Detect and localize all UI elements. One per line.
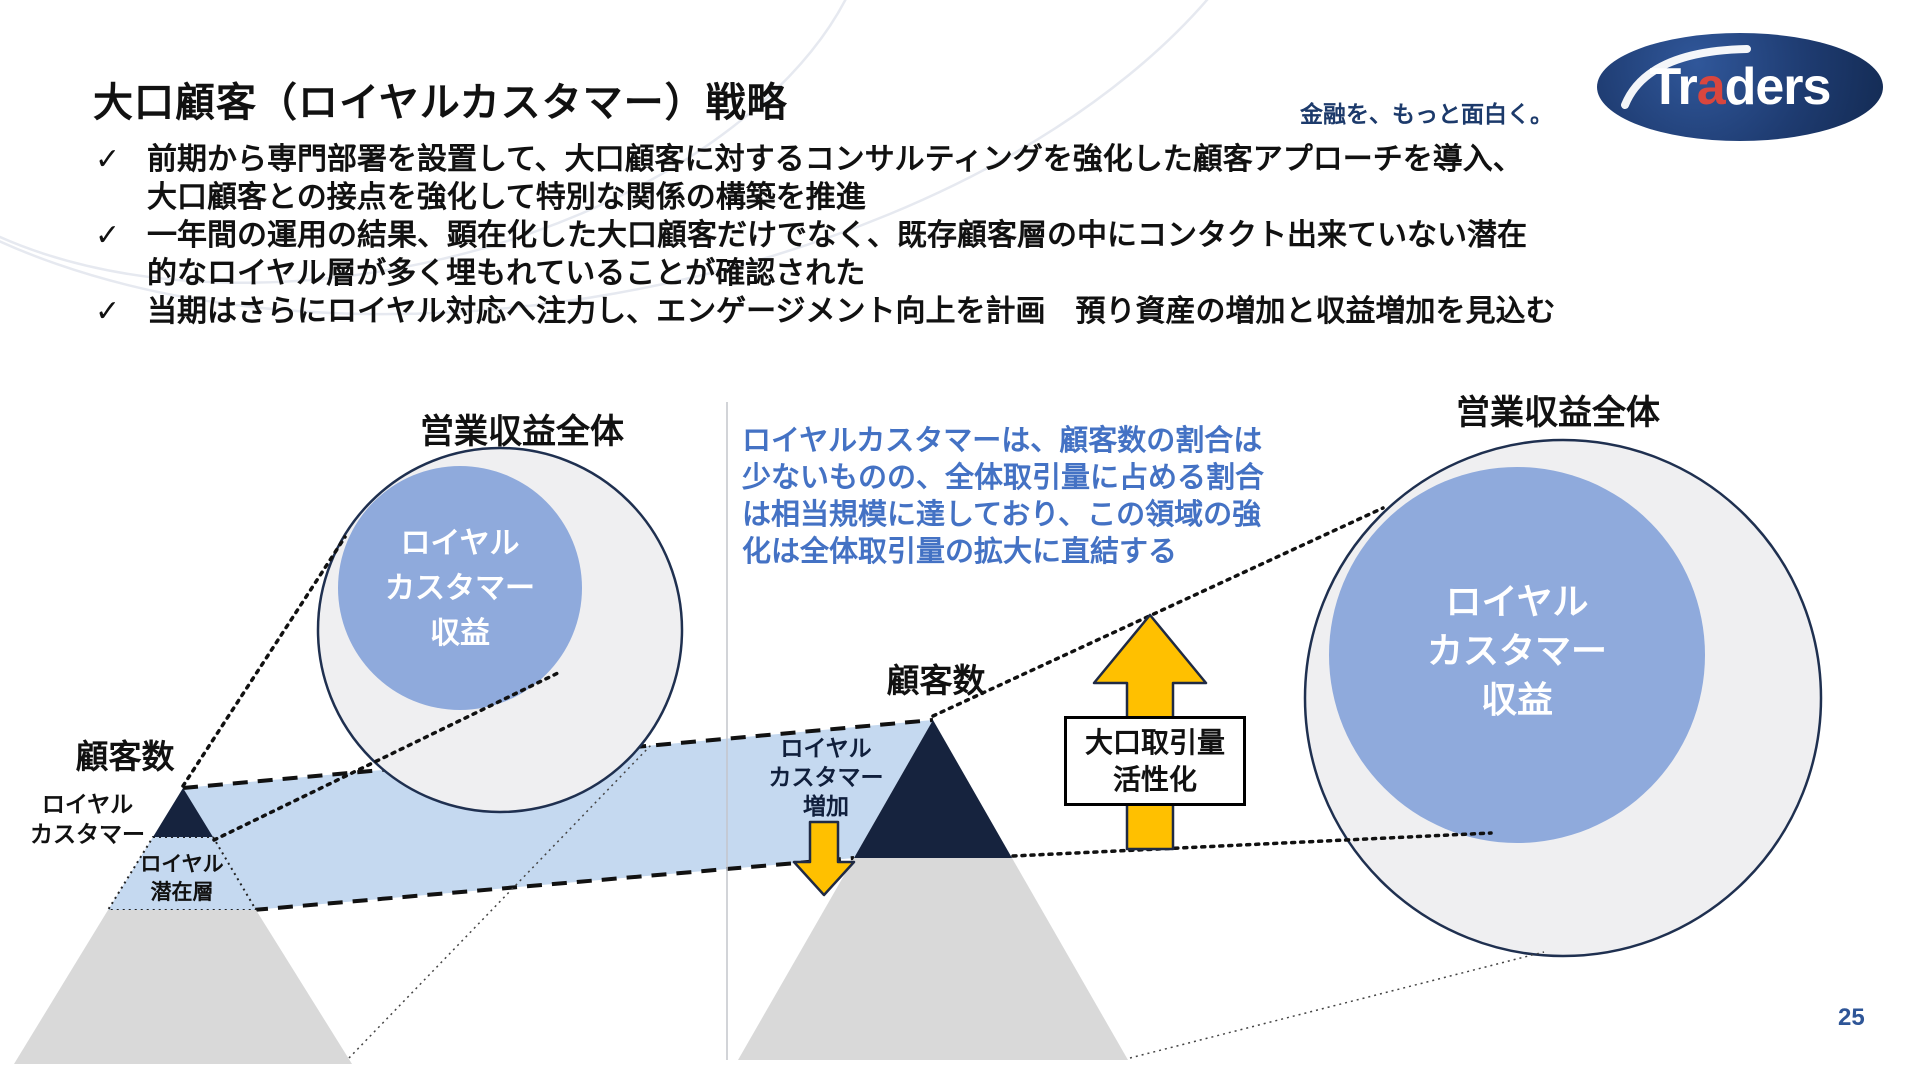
page-number: 25	[1838, 1004, 1865, 1031]
bullet-2-text: 一年間の運用の結果、顕在化した大口顧客だけでなく、既存顧客層の中にコンタクト出来…	[147, 217, 1527, 293]
summary-bullet-list: ✓ 前期から専門部署を設置して、大口顧客に対するコンサルティングを強化した顧客ア…	[95, 141, 1556, 331]
band-label-line-1: ロイヤル	[780, 735, 872, 761]
annotation-line-3: は相当規模に達しており、この領域の強	[742, 499, 1262, 531]
annotation-line-2: 少ないものの、全体取引量に占める割合	[742, 462, 1265, 494]
bullet-1-line-2: 大口顧客との接点を強化して特別な関係の構築を推進	[147, 181, 866, 214]
left-customer-count-label: 顧客数	[75, 738, 175, 775]
bullet-1-line-1: 前期から専門部署を設置して、大口顧客に対するコンサルティングを強化した顧客アプロ…	[147, 143, 1523, 176]
royal-increase-down-arrow	[792, 820, 856, 897]
right-thin-tangent-line	[1129, 951, 1545, 1059]
decorative-ellipse-large	[0, 0, 1304, 316]
bullet-2-line-1: 一年間の運用の結果、顕在化した大口顧客だけでなく、既存顧客層の中にコンタクト出来…	[147, 219, 1527, 252]
royal-growth-band	[183, 720, 933, 910]
band-bottom-dashed-line	[252, 856, 855, 912]
right-royal-revenue-circle	[1329, 467, 1705, 843]
left-revenue-total-label: 営業収益全体	[420, 413, 624, 451]
right-revenue-total-label: 営業収益全体	[1456, 394, 1660, 432]
checkmark-icon: ✓	[95, 219, 121, 252]
left-royal-revenue-circle	[338, 466, 582, 710]
right-circle-line-3: 収益	[1480, 679, 1553, 720]
left-royal-triangle	[153, 788, 213, 837]
right-upper-tangent-dotted-line	[931, 506, 1385, 718]
logo-text-part2: a	[1696, 58, 1726, 116]
left-royal-revenue-text: ロイヤル カスタマー 収益	[330, 521, 590, 656]
left-thin-tangent-line	[348, 743, 653, 1059]
left-latent-layer-label: ロイヤル 潜在層	[112, 851, 252, 907]
middle-customer-count-label: 顧客数	[886, 662, 986, 699]
left-circle-line-1: ロイヤル	[400, 527, 520, 560]
bullet-item-2: ✓ 一年間の運用の結果、顕在化した大口顧客だけでなく、既存顧客層の中にコンタクト…	[95, 217, 1556, 293]
logo-text-part1: Tr	[1649, 58, 1698, 116]
annotation-line-4: 化は全体取引量の拡大に直結する	[742, 536, 1178, 568]
decorative-ellipse-small	[0, 0, 874, 284]
volume-activation-box: 大口取引量 活性化	[1064, 716, 1246, 806]
page-title: 大口顧客（ロイヤルカスタマー）戦略	[93, 81, 788, 125]
royal-label-line-2: カスタマー	[30, 821, 145, 847]
right-circle-line-1: ロイヤル	[1445, 581, 1589, 622]
left-lower-tangent-dotted-line	[212, 670, 562, 842]
right-royal-revenue-text: ロイヤル カスタマー 収益	[1387, 577, 1647, 724]
activation-box-line-2: 活性化	[1112, 764, 1197, 795]
annotation-line-1: ロイヤルカスタマーは、顧客数の割合は	[742, 425, 1263, 457]
bullet-item-3: ✓ 当期はさらにロイヤル対応へ注力し、エンゲージメント向上を計画 預り資産の増加…	[95, 293, 1556, 331]
bullet-2-line-2: 的なロイヤル層が多く埋もれていることが確認された	[147, 257, 866, 290]
royal-label-line-1: ロイヤル	[41, 791, 134, 817]
middle-royal-triangle	[854, 720, 1012, 858]
left-circle-line-2: カスタマー	[385, 572, 535, 605]
checkmark-icon: ✓	[95, 143, 121, 176]
royal-customer-increase-label: ロイヤル カスタマー 増加	[746, 734, 906, 821]
bullet-1-text: 前期から専門部署を設置して、大口顧客に対するコンサルティングを強化した顧客アプロ…	[147, 141, 1523, 217]
latent-label-line-1: ロイヤル	[140, 853, 224, 876]
left-royal-customer-label: ロイヤル カスタマー	[15, 789, 160, 849]
royal-customer-annotation: ロイヤルカスタマーは、顧客数の割合は 少ないものの、全体取引量に占める割合 は相…	[742, 423, 1264, 571]
left-circle-line-3: 収益	[430, 617, 490, 650]
bullet-item-1: ✓ 前期から専門部署を設置して、大口顧客に対するコンサルティングを強化した顧客ア…	[95, 141, 1556, 217]
latent-label-line-2: 潜在層	[150, 881, 214, 904]
middle-pyramid-base	[738, 858, 1128, 1060]
right-lower-tangent-dotted-line	[1011, 831, 1493, 858]
traders-logo: Traders	[1597, 33, 1883, 141]
bullet-3-text: 当期はさらにロイヤル対応へ注力し、エンゲージメント向上を計画 預り資産の増加と収…	[147, 293, 1556, 331]
logo-text-part3: ders	[1724, 58, 1832, 116]
brand-tagline: 金融を、もっと面白く。	[1300, 101, 1553, 127]
logo-wordmark: Traders	[1649, 57, 1832, 117]
activation-box-line-1: 大口取引量	[1084, 727, 1225, 758]
band-label-line-2: カスタマー	[768, 764, 884, 790]
right-circle-line-2: カスタマー	[1426, 630, 1607, 671]
left-pyramid-base	[14, 910, 352, 1064]
bullet-3-line-1: 当期はさらにロイヤル対応へ注力し、エンゲージメント向上を計画 預り資産の増加と収…	[147, 295, 1556, 328]
band-label-line-3: 増加	[803, 793, 849, 819]
checkmark-icon: ✓	[95, 295, 121, 328]
left-upper-tangent-dotted-line	[181, 535, 347, 788]
